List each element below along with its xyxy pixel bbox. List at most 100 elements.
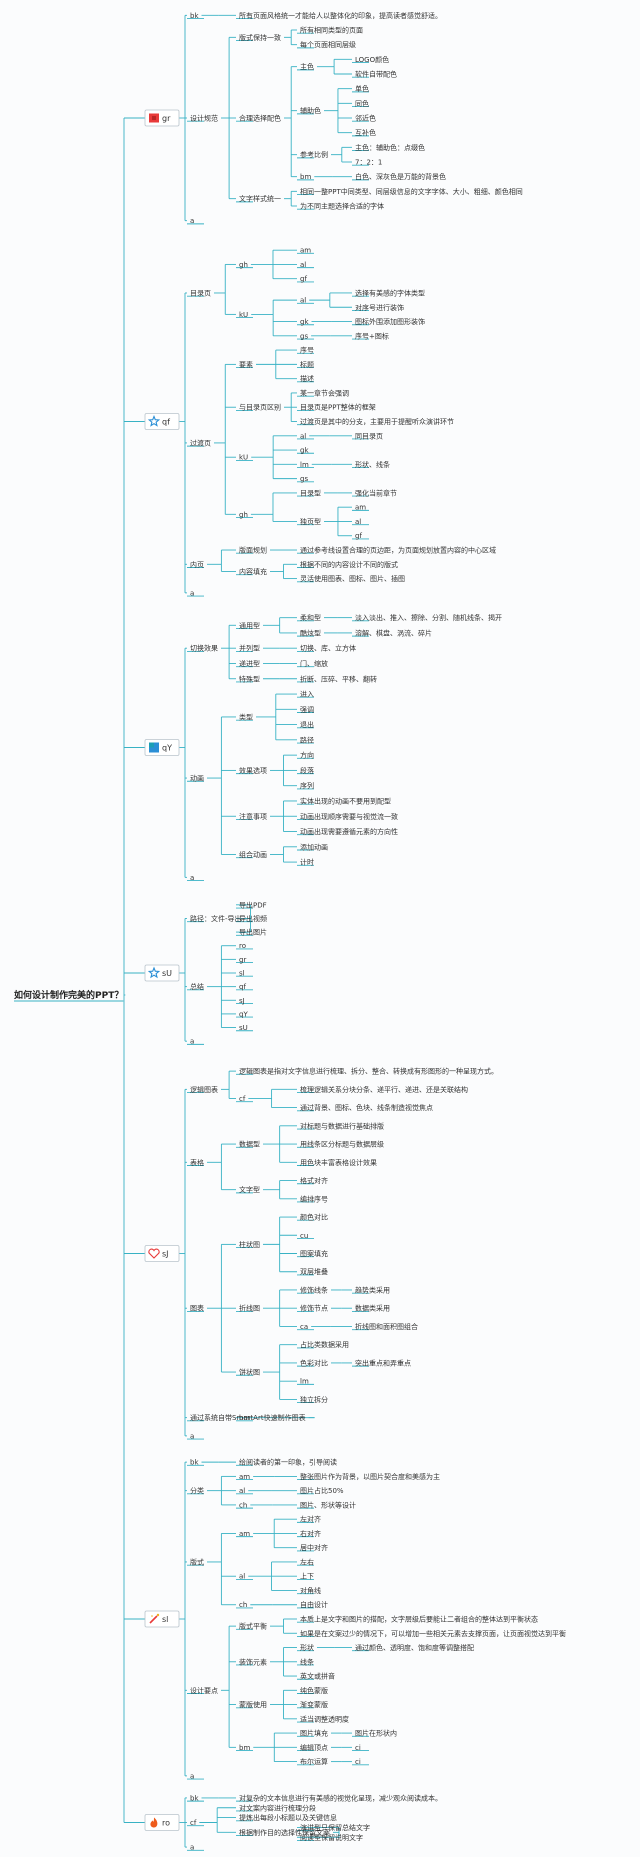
topic-node[interactable]: 上下 bbox=[300, 1572, 314, 1581]
topic-node[interactable]: lm bbox=[300, 461, 309, 469]
topic-node[interactable]: 导出图片 bbox=[239, 928, 267, 937]
subtopic-node[interactable]: cf bbox=[190, 1819, 197, 1827]
subtopic-node[interactable]: a bbox=[190, 1844, 194, 1852]
subtopic-node[interactable]: 逻辑图表 bbox=[190, 1085, 218, 1094]
topic-node[interactable]: 溶解、棋盘、涡流、碎片 bbox=[355, 628, 432, 637]
root-topic[interactable]: 如何设计制作完美的PPT？ bbox=[14, 989, 123, 1001]
topic-node[interactable]: 导出PDF bbox=[239, 900, 267, 909]
topic-node[interactable]: 同色 bbox=[355, 99, 369, 108]
topic-node[interactable]: 阅读型保留说明文字 bbox=[300, 1833, 363, 1842]
subtopic-node[interactable]: 图表 bbox=[190, 1304, 204, 1313]
topic-node[interactable]: 对序号进行装饰 bbox=[355, 303, 404, 312]
topic-node[interactable]: gh bbox=[239, 261, 248, 269]
topic-node[interactable]: am bbox=[300, 247, 311, 255]
topic-node[interactable]: 所有相同类型的页面 bbox=[300, 26, 363, 35]
subtopic-node[interactable]: 版式 bbox=[190, 1557, 204, 1566]
topic-node[interactable]: am bbox=[239, 1473, 250, 1481]
topic-node[interactable]: 淡入淡出、推入、擦除、分割、随机线条、揭开 bbox=[355, 613, 502, 622]
topic-node[interactable]: 强调 bbox=[300, 705, 314, 714]
topic-node[interactable]: 本质上是文字和图片的搭配，文字层级后要能让二者组合的整体达到平衡状态 bbox=[300, 1615, 538, 1624]
topic-node[interactable]: 格式对齐 bbox=[300, 1176, 328, 1185]
topic-node[interactable]: 主色 bbox=[300, 62, 314, 71]
topic-node[interactable]: 序号+图标 bbox=[355, 331, 389, 340]
topic-node[interactable]: LOGO颜色 bbox=[355, 55, 389, 64]
topic-node[interactable]: 占比类数据采用 bbox=[300, 1340, 349, 1349]
topic-node[interactable]: sU bbox=[239, 1024, 248, 1032]
topic-node[interactable]: 辅助色 bbox=[300, 106, 321, 115]
topic-node[interactable]: 图标外围添加图形装饰 bbox=[355, 317, 425, 326]
topic-node[interactable]: 右对齐 bbox=[300, 1529, 321, 1538]
topic-node[interactable]: 图片、形状等设计 bbox=[300, 1500, 356, 1509]
topic-node[interactable]: gs bbox=[300, 475, 308, 483]
topic-node[interactable]: bm bbox=[239, 1414, 250, 1422]
topic-node[interactable]: 某一章节会强调 bbox=[300, 388, 349, 397]
topic-node[interactable]: 效果选项 bbox=[239, 766, 267, 775]
topic-node[interactable]: qY bbox=[239, 1010, 248, 1018]
topic-node[interactable]: 图片填充 bbox=[300, 1729, 328, 1738]
topic-node[interactable]: 相同一整PPT中同类型、同层级信息的文字字体、大小、粗细、颜色相同 bbox=[300, 187, 523, 196]
topic-node[interactable]: 通过颜色、透明度、饱和度等调整搭配 bbox=[355, 1643, 474, 1652]
topic-node[interactable]: gk bbox=[300, 447, 309, 455]
topic-node[interactable]: 动画出现需要遵循元素的方向性 bbox=[300, 827, 398, 836]
topic-node[interactable]: kU bbox=[239, 311, 248, 319]
topic-node[interactable]: al bbox=[300, 432, 306, 440]
topic-node[interactable]: 白色、深灰色是万能的背景色 bbox=[355, 172, 446, 181]
topic-node[interactable]: gf bbox=[355, 532, 362, 540]
topic-node[interactable]: 柔和型 bbox=[300, 613, 321, 622]
topic-node[interactable]: 图片在形状内 bbox=[355, 1729, 397, 1738]
topic-node[interactable]: 段落 bbox=[300, 766, 314, 775]
topic-node[interactable]: 退出 bbox=[300, 720, 314, 729]
subtopic-node[interactable]: a bbox=[190, 217, 194, 225]
subtopic-node[interactable]: a bbox=[190, 1772, 194, 1780]
subtopic-node[interactable]: bk bbox=[190, 1794, 199, 1802]
topic-node[interactable]: 为不同主题选择合适的字体 bbox=[300, 202, 384, 211]
subtopic-node[interactable]: 内页 bbox=[190, 560, 204, 569]
subtopic-node[interactable]: a bbox=[190, 1038, 194, 1046]
topic-node[interactable]: gs bbox=[300, 332, 308, 340]
topic-node[interactable]: 路径 bbox=[300, 735, 314, 744]
topic-node[interactable]: 蒙版使用 bbox=[239, 1700, 267, 1709]
subtopic-node[interactable]: a bbox=[190, 589, 194, 597]
topic-node[interactable]: 与目录页区别 bbox=[239, 403, 281, 412]
topic-node[interactable]: 用线条区分标题与数据层级 bbox=[300, 1140, 384, 1149]
topic-node[interactable]: 邻近色 bbox=[355, 114, 376, 123]
topic-node[interactable]: 文字型 bbox=[239, 1185, 260, 1194]
topic-node[interactable]: 编排序号 bbox=[300, 1194, 328, 1203]
topic-node[interactable]: 合理选择配色 bbox=[239, 114, 281, 123]
topic-node[interactable]: 如果是在文案过少的情况下，可以增加一些相关元素去支撑页面，让页面视觉达到平衡 bbox=[300, 1629, 566, 1638]
topic-node[interactable]: 数据类采用 bbox=[355, 1304, 390, 1313]
topic-node[interactable]: 演讲型只保留总结文字 bbox=[300, 1823, 370, 1832]
topic-node[interactable]: 图案填充 bbox=[300, 1249, 328, 1258]
topic-node[interactable]: cf bbox=[239, 1095, 246, 1103]
subtopic-node[interactable]: 过渡页 bbox=[190, 438, 211, 447]
topic-node[interactable]: 切换、库、立方体 bbox=[300, 644, 356, 653]
subtopic-node[interactable]: 设计要点 bbox=[190, 1686, 218, 1695]
topic-node[interactable]: 颜色对比 bbox=[300, 1213, 328, 1222]
topic-node[interactable]: 特殊型 bbox=[239, 674, 260, 683]
topic-node[interactable]: 同目录页 bbox=[355, 432, 383, 440]
topic-node[interactable]: 用色块丰富表格设计效果 bbox=[300, 1158, 377, 1167]
topic-node[interactable]: 参考比例 bbox=[300, 150, 328, 159]
topic-node[interactable]: 数据型 bbox=[239, 1140, 260, 1149]
topic-node[interactable]: 方向 bbox=[300, 751, 314, 760]
topic-node[interactable]: 实体出现的动画不要用到配型 bbox=[300, 796, 391, 805]
topic-node[interactable]: 版式平衡 bbox=[239, 1622, 267, 1631]
topic-node[interactable]: 描述 bbox=[300, 374, 314, 383]
subtopic-node[interactable]: 通过系统自带SmartArt快速制作图表 bbox=[190, 1413, 306, 1422]
topic-node[interactable]: 软件自带配色 bbox=[355, 70, 397, 79]
topic-node[interactable]: 版式保持一致 bbox=[239, 33, 281, 42]
subtopic-node[interactable]: 目录页 bbox=[190, 289, 211, 297]
topic-node[interactable]: 门、缩放 bbox=[300, 659, 328, 668]
topic-node[interactable]: ro bbox=[239, 942, 246, 950]
subtopic-node[interactable]: a bbox=[190, 1432, 194, 1440]
topic-node[interactable]: gr bbox=[239, 956, 246, 964]
topic-node[interactable]: ci bbox=[355, 1758, 361, 1766]
topic-node[interactable]: 强化当前章节 bbox=[355, 488, 397, 497]
topic-node[interactable]: 对标题与数据进行基础排版 bbox=[300, 1121, 384, 1130]
topic-node[interactable]: sJ bbox=[239, 997, 245, 1005]
topic-node[interactable]: 主色：辅助色：点缀色 bbox=[355, 143, 425, 152]
topic-node[interactable]: 提炼出每段小标题以及关键信息 bbox=[239, 1813, 337, 1822]
topic-node[interactable]: al bbox=[239, 1487, 245, 1495]
subtopic-node[interactable]: bk bbox=[190, 1459, 199, 1467]
topic-node[interactable]: 修饰线条 bbox=[300, 1285, 328, 1294]
